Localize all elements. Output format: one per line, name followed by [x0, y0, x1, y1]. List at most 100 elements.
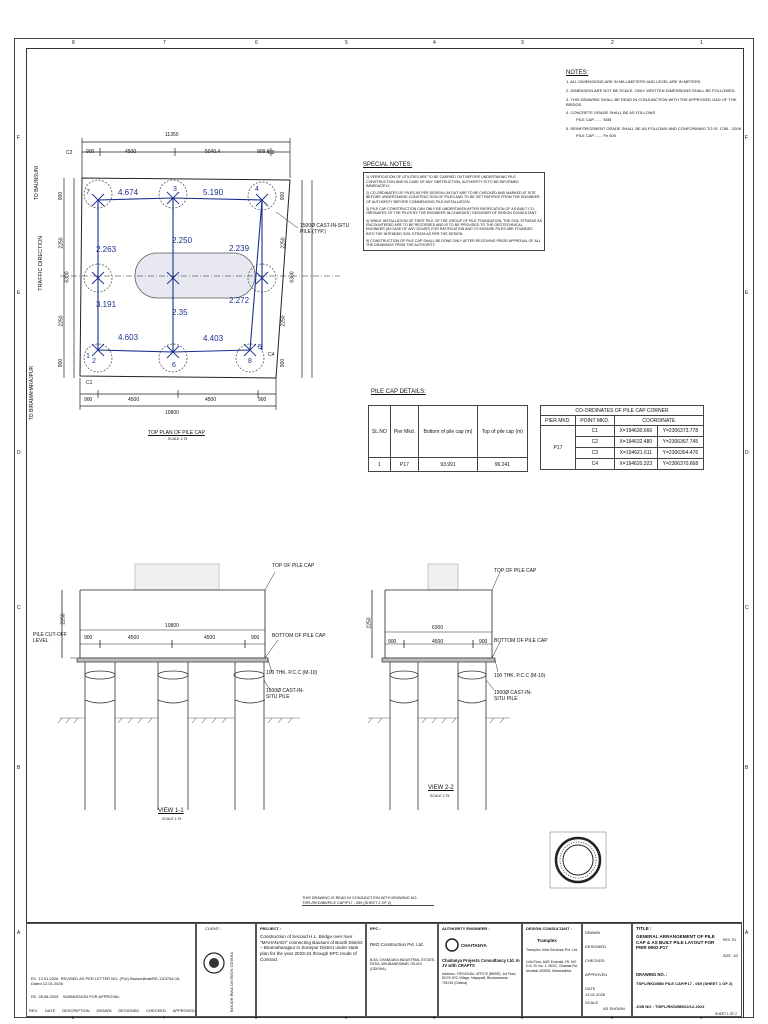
rev-header: DESCRIPTION	[62, 1008, 90, 1013]
table-cell: X=194632.480	[613, 436, 658, 448]
note-item: 2. DIMENSION ARE NOT BE SCALE. ONLY WRIT…	[566, 87, 736, 93]
rev-header: DRAWN	[96, 1008, 112, 1013]
handwritten-value: 2.272	[229, 296, 250, 305]
rev-date: 12.01.2026	[38, 976, 59, 981]
sign-label: CHECKED	[585, 958, 605, 963]
view11-width: 10800	[165, 623, 179, 629]
pier-mark: P17	[540, 425, 576, 470]
plan-left-dim: 900	[58, 191, 65, 201]
handwritten-value: 4.674	[118, 188, 139, 197]
grid-row: F	[745, 135, 749, 141]
view22-title: VIEW 2-2	[428, 785, 454, 791]
view11-top-label: TOP OF PILE CAP	[272, 563, 315, 569]
title-block: R1 12.01.2026 REVISED AS PER LETTER NO. …	[26, 922, 742, 1017]
rev-no-label: REV. R1	[723, 938, 737, 942]
grid-row: B	[17, 765, 21, 771]
view11-scale: SCALE 1:75	[162, 817, 182, 821]
plan-bottom-dim: 4500	[205, 397, 217, 403]
view22-pcc: 100 THK. P.C.C (M-10)	[494, 673, 546, 679]
view11-dim: 900	[84, 635, 93, 641]
grid-col: 7	[163, 40, 166, 46]
table-cell: 96.241	[476, 457, 529, 472]
table-cell: 1	[368, 457, 391, 472]
grid-col: 1	[700, 1015, 703, 1020]
view22-top-label: TOP OF PILE CAP	[494, 568, 537, 574]
sheet-border	[26, 48, 744, 1018]
grid-col: 2	[611, 40, 614, 46]
title-cell: TITLE : GENERAL ARRANGEMENT OF PILE CAP …	[632, 923, 742, 1017]
client-cell: CLIENT : BOUDH RW& DIVISION ODISHA	[196, 923, 256, 1017]
project-cell: PROJECT : Construction of Second H.L. Br…	[256, 923, 366, 1017]
plan-bottom-dim: 4500	[128, 397, 140, 403]
epc-label: EPC :	[370, 926, 381, 931]
table-header: COORDINATE	[613, 415, 705, 426]
notes-title: NOTES:	[566, 70, 589, 76]
view-2-2-drawing	[367, 563, 510, 810]
epc-name: RKD Construction Pvt. Ltd.	[370, 942, 424, 947]
table-cell: C4	[574, 458, 615, 470]
special-note-item: 3) PILE CAP CONSTRUCTION CAN ONLY BE UND…	[366, 207, 538, 216]
note-item: 1. ALL DIMENSIONS ARE IN MILLIMETERS AND…	[566, 79, 702, 85]
design-address: 14th Floor, A&R Emerald, Plt. NO. D-6, S…	[526, 960, 578, 973]
pile-number: 8	[248, 358, 252, 365]
grid-col: 4	[433, 1015, 436, 1020]
signature-cell: DRAWN DESIGNED CHECKED APPROVED DATE SCA…	[582, 923, 632, 1017]
pile-number: 2	[92, 358, 96, 365]
rev-desc: SUBMISSION FOR APPROVAL	[62, 994, 120, 999]
notes-block: NOTES: 1. ALL DIMENSIONS ARE IN MILLIMET…	[566, 70, 741, 139]
table-cell: C3	[574, 447, 615, 459]
grid-row: E	[745, 290, 749, 296]
table-cell: 93.991	[418, 457, 478, 472]
corner-label: C1	[86, 380, 93, 386]
handwritten-value: 2.35	[172, 308, 188, 317]
grid-row: D	[745, 450, 749, 456]
view22-dim: 900	[388, 639, 397, 645]
sign-label: DESIGNED	[585, 944, 606, 949]
grid-row: A	[17, 930, 21, 936]
view22-width: 6300	[432, 625, 444, 631]
plan-left-dim: 900	[58, 358, 65, 368]
table-cell: C1	[574, 425, 615, 437]
job-no: TISPL/RKD/BB/02/12-2023	[655, 1004, 705, 1009]
conjunction-note: THIS DRAWING IS READ IN CONJUNCTION WITH…	[302, 896, 418, 905]
top-plan-drawing	[60, 138, 340, 410]
handwritten-value: 4.603	[118, 333, 139, 342]
plan-bottom-total: 10800	[165, 410, 179, 416]
view-1-1-drawing	[57, 563, 300, 810]
design-logo-text: Tramplex	[537, 938, 557, 943]
plan-bottom-dim: 900	[258, 397, 267, 403]
view11-dim: 900	[251, 635, 260, 641]
view11-bottom-label: BOTTOM OF PILE CAP	[272, 633, 326, 639]
note-item: 5. REINFORCEMENT GRADE SHALL BE AS FOLLO…	[566, 125, 741, 131]
table-cell: C2	[574, 436, 615, 448]
title-label: TITLE :	[636, 926, 652, 931]
grid-row: C	[745, 605, 749, 611]
corner-label: C3	[268, 150, 275, 156]
project-label: PROJECT :	[260, 926, 282, 931]
view11-pcc: 100 THK. P.C.C (M-10)	[266, 670, 318, 676]
drawing-no-label: DRAWING NO. :	[636, 972, 668, 977]
grid-row: C	[17, 605, 21, 611]
project-description: Construction of Second H.L. Bridge over …	[260, 934, 363, 962]
rev-header: CHECKED	[146, 1008, 166, 1013]
table-cell: Y=2306367.745	[656, 436, 705, 448]
view22-scale: SCALE 1:75	[430, 794, 450, 798]
rev-no: R1	[31, 976, 37, 981]
sheet-no: SHEET 1 OF 2	[715, 1012, 737, 1016]
epc-address: B-83, CHANDAKA INDUSTRIAL ESTATE, PATIA,…	[370, 958, 436, 971]
sign-label: APPROVED	[585, 972, 608, 977]
pile-number: 5	[258, 344, 262, 351]
table-row: C3 X=194621.611 Y=2306364.476	[541, 447, 705, 459]
table-row: 1 P17 93.991 96.241	[368, 457, 529, 472]
handwritten-value: 3.191	[96, 300, 117, 309]
sign-label: DATE	[585, 986, 596, 991]
view22-pile: 1500Ø CAST-IN-SITU PILE	[494, 690, 532, 702]
authority-cell: AUTHORITY ENGINEER : CHAITANYA Chaitanya…	[438, 923, 522, 1017]
rev-header: DATE	[44, 1008, 56, 1013]
note-item: PILE CAP........ Fe 500	[576, 132, 616, 138]
grid-row: A	[745, 930, 749, 936]
job-no-label: JOB NO :	[636, 1004, 654, 1009]
pile-number: 1	[86, 353, 90, 360]
coordinates-table: CO-ORDINATES OF PILE CAP CORNER PIER MKD…	[540, 405, 705, 470]
revision-row: R1 12.01.2026 REVISED AS PER LETTER NO. …	[31, 976, 191, 986]
